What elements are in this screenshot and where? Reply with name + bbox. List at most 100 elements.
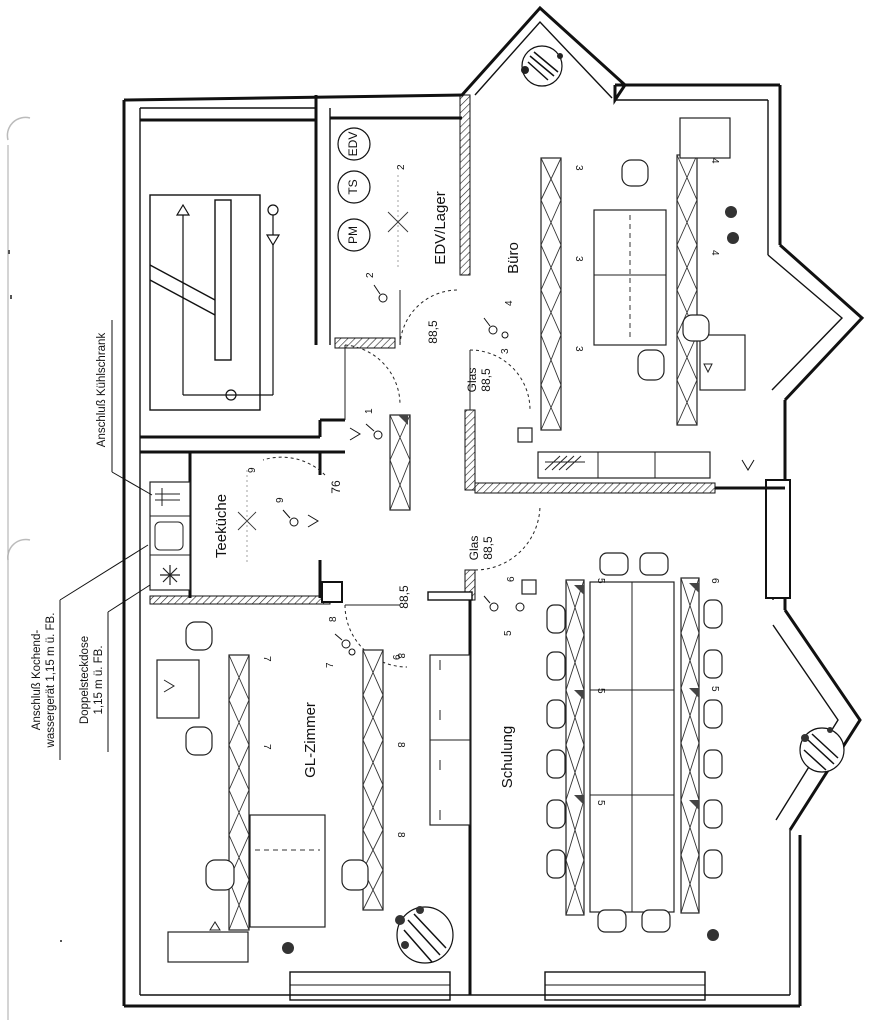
chair xyxy=(185,726,213,756)
binder-holes xyxy=(6,116,31,1020)
box xyxy=(517,427,533,443)
schulung-room: Schulung 5 5 5 6 5 6 xyxy=(483,552,845,941)
chairs-left xyxy=(546,604,566,879)
chairs-right xyxy=(703,599,723,879)
light-switch-icon xyxy=(483,595,525,612)
stove-icon xyxy=(160,565,180,585)
gl-door-width: 88,5 xyxy=(397,585,411,609)
annotation-kochend-2: wassergerät 1,15 m ü. FB. xyxy=(45,613,57,749)
buero-switch-number-3: 3 xyxy=(500,348,511,354)
annotation-steckdose-2: 1,15 m ü. FB. xyxy=(93,645,105,714)
cabinet xyxy=(156,659,200,719)
fixture-number: 3 xyxy=(573,346,584,352)
ts-label: TS xyxy=(346,179,360,194)
kueche-door-width: 76 xyxy=(329,480,343,494)
fixture-row-6 xyxy=(680,577,700,914)
plant-icon xyxy=(521,45,563,87)
chair xyxy=(341,859,369,891)
fixture-number: 8 xyxy=(395,832,406,838)
fixture-number: 5 xyxy=(595,688,606,694)
cabinet xyxy=(699,334,746,391)
room-label-teekueche: Teeküche xyxy=(213,494,230,558)
room-label-edv-lager: EDV/Lager xyxy=(432,191,449,264)
annotation-kochend-1: Anschluß Kochend- xyxy=(31,630,43,731)
socket-icon xyxy=(725,206,737,218)
gl-switch-number-6: 6 xyxy=(392,654,403,660)
annotation-kuehlschrank: Anschluß Kühlschrank xyxy=(96,333,108,448)
sink-icon xyxy=(154,521,184,551)
scan-marks xyxy=(8,250,62,942)
light-switch-icon xyxy=(483,317,509,339)
annotations: Anschluß Kühlschrank Anschluß Kochend- w… xyxy=(31,320,153,760)
fixture-number: 6 xyxy=(709,578,720,584)
buero-glass-label: Glas xyxy=(465,368,479,393)
desk xyxy=(593,209,667,346)
edv-door-width: 88,5 xyxy=(426,320,440,344)
corridor-light-fixture xyxy=(389,414,411,511)
chair xyxy=(637,349,665,381)
fixture-number: 7 xyxy=(261,656,272,662)
chair xyxy=(621,159,649,187)
cabinet xyxy=(679,117,731,159)
fixture-row-5 xyxy=(565,579,585,916)
wall-light-icon xyxy=(349,427,361,441)
socket-icon xyxy=(707,929,719,941)
kueche-switch-number: 9 xyxy=(275,497,286,503)
staircase xyxy=(149,194,281,411)
edv-light-number: 2 xyxy=(396,164,407,170)
teekueche-room: 9 9 Teeküche xyxy=(149,467,319,591)
socket-icon xyxy=(282,942,294,954)
wall-light-icon xyxy=(741,459,755,471)
gl-zimmer-room: GL-Zimmer 7 7 8 8 8 xyxy=(156,616,471,964)
light-switch-icon xyxy=(282,509,299,527)
fixture-number: 5 xyxy=(595,800,606,806)
schulung-number-5: 5 xyxy=(503,630,514,636)
light-switch-icon xyxy=(373,284,388,303)
fixture-number: 4 xyxy=(709,250,720,256)
annotation-steckdose-1: Doppelsteckdose xyxy=(79,636,91,724)
desk xyxy=(249,814,326,928)
chair xyxy=(682,314,710,342)
edv-switch-number: 2 xyxy=(365,272,376,278)
fixture-number: 5 xyxy=(709,686,720,692)
fixture-row-3 xyxy=(540,157,562,431)
ceiling-light-icon xyxy=(237,470,257,565)
schulung-number-6: 6 xyxy=(506,576,517,582)
fixture-row-8 xyxy=(362,649,384,911)
fixture-number: 4 xyxy=(709,158,720,164)
socket-icon xyxy=(727,232,739,244)
doors xyxy=(262,289,541,668)
light-switch-icon xyxy=(365,423,383,440)
buero-room: Büro Glas 88,5 3 3 3 4 4 4 xyxy=(465,45,755,479)
fixture-number: 5 xyxy=(595,578,606,584)
fixture-number: 7 xyxy=(261,744,272,750)
schulung-glass-width: 88,5 xyxy=(481,536,495,560)
gl-switch-number-8: 8 xyxy=(328,616,339,622)
outer-walls xyxy=(122,5,865,1008)
light-switch-icon xyxy=(334,633,356,656)
room-label-buero: Büro xyxy=(505,242,522,274)
room-label-gl-zimmer: GL-Zimmer xyxy=(302,702,319,778)
schulung-glass-label: Glas xyxy=(467,536,481,561)
plant-icon xyxy=(395,906,454,964)
buero-switch-number: 4 xyxy=(504,300,515,306)
kueche-light-number: 9 xyxy=(247,467,258,473)
edv-device xyxy=(337,127,371,161)
buero-glass-width: 88,5 xyxy=(479,368,493,392)
corridor: 1 76 88,5 Glas 88,5 xyxy=(329,408,495,609)
room-label-schulung: Schulung xyxy=(499,726,516,789)
pm-device xyxy=(337,218,371,252)
box xyxy=(521,579,537,595)
fixture-row-7 xyxy=(228,654,250,931)
wall-light-icon xyxy=(307,514,319,528)
fixture-number: 8 xyxy=(395,653,406,659)
fixture-number: 3 xyxy=(573,165,584,171)
chair xyxy=(205,859,235,891)
fixture-number: 3 xyxy=(573,256,584,262)
chair xyxy=(185,621,213,651)
fixture-number: 8 xyxy=(395,742,406,748)
cabinet xyxy=(167,931,249,963)
edv-room: PM TS EDV 2 2 EDV/Lager 88,5 xyxy=(337,127,449,344)
plant-icon xyxy=(799,727,845,773)
